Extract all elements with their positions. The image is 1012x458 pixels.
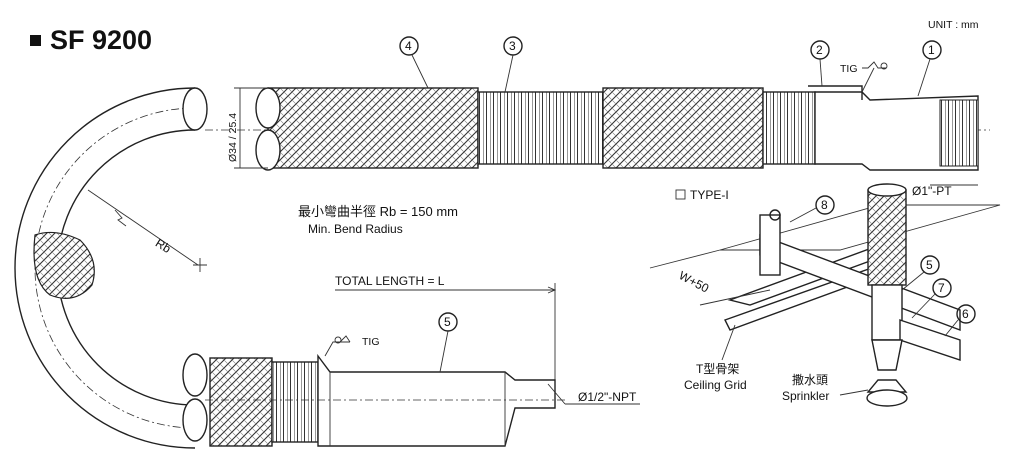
min-bend-radius-en: Min. Bend Radius [308,222,403,236]
corrugated-end [762,91,816,165]
thread-label-bottom: Ø1/2"-NPT [578,390,637,404]
weld-symbol-bottom [324,335,351,357]
bottom-hose: TOTAL LENGTH = L Ø1/2"-NPT TIG 5 [205,274,640,447]
weld-symbol-top [861,61,886,93]
sprinkler-body [871,339,903,371]
end-ellipse-bottom [255,129,281,171]
callouts-top: 4 3 2 1 TIG [399,36,942,97]
type-i-view: TYPE-I W+50 8 5 7 6 T型骨架 C [649,183,1001,407]
total-length-label: TOTAL LENGTH = L [335,274,445,288]
callout-7 [932,278,952,298]
sprinkler-en: Sprinkler [782,389,829,403]
square-tube [899,319,961,361]
diameter-label: Ø34 / 25.4 [227,113,239,162]
drop-fitting [871,284,903,341]
svg-text:1: 1 [928,43,935,57]
bend-center-mark [193,258,207,272]
top-hose: Ø34 / 25.4 Ø1"-PT [205,85,990,198]
corrugated-section [477,91,604,165]
bend-section-cut [33,231,95,299]
w50-label: W+50 [677,268,712,295]
callout-1 [922,40,942,60]
type-checkbox [675,189,686,200]
thread-label-top: Ø1"-PT [912,184,952,198]
svg-text:7: 7 [938,281,945,295]
unit-label: UNIT : mm [928,19,979,31]
svg-text:2: 2 [816,43,823,57]
sprinkler-cn: 撒水頭 [792,372,828,387]
svg-text:5: 5 [444,315,451,329]
weld-sleeve [808,85,863,100]
svg-text:5: 5 [926,258,933,272]
bottom-braid [209,357,273,447]
product-title: SF 9200 [50,25,152,55]
svg-text:6: 6 [962,307,969,321]
braid-section-right [602,87,764,169]
title-bullet [30,35,41,46]
rb-dimension-line [87,189,199,266]
sprinkler-deflector [866,389,908,407]
tig-label-top: TIG [840,63,858,75]
end-fitting [814,91,979,171]
bend-end-bottom [182,353,208,397]
rb-label: Rb [153,236,174,256]
min-bend-radius-cn: 最小彎曲半徑 Rb = 150 mm [298,204,458,219]
braid-section-left [267,87,479,169]
ceiling-grid-en: Ceiling Grid [684,378,747,392]
callout-4 [399,36,419,56]
bend-end-top [182,87,208,131]
callout-5-type [920,255,940,275]
svg-text:3: 3 [509,39,516,53]
svg-text:4: 4 [405,39,412,53]
ceiling-grid-cn: T型骨架 [696,362,739,376]
thread-section [939,99,979,167]
bent-hose: Rb [14,87,208,449]
drop-hose [867,189,907,286]
svg-text:8: 8 [821,198,828,212]
bottom-corrugated [271,361,319,443]
end-ellipse-top [255,87,281,129]
tig-label-bottom: TIG [362,336,380,348]
bottom-fitting [317,353,556,447]
callout-6 [956,304,976,324]
bracket-clamp [759,214,781,276]
bend-outer-arc [14,87,196,449]
type-label: TYPE-I [690,188,729,202]
callout-8 [815,195,835,215]
